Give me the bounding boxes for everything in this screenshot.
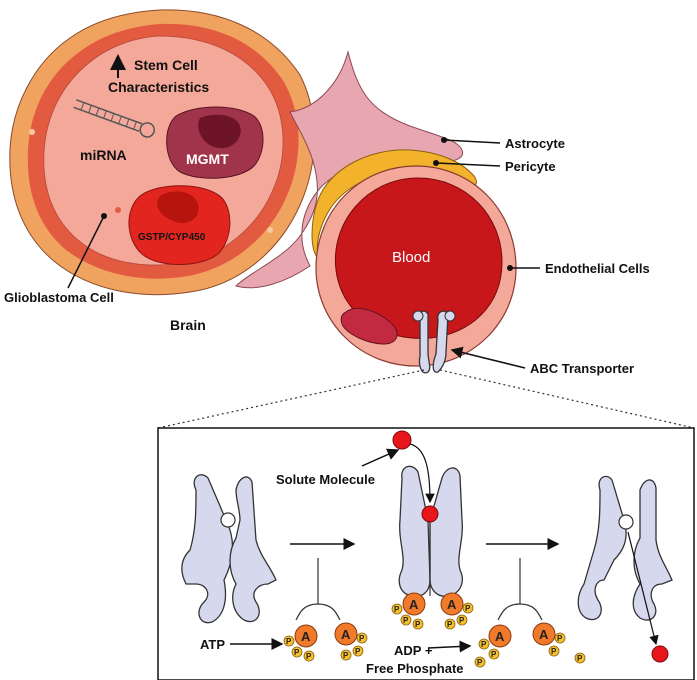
mirna-hairpin xyxy=(73,99,156,138)
svg-text:P: P xyxy=(286,637,292,646)
svg-text:A: A xyxy=(409,597,419,612)
fork-2 xyxy=(497,558,543,621)
abc-transporter-small xyxy=(412,310,456,374)
svg-text:P: P xyxy=(491,650,497,659)
mgmt-inner xyxy=(198,114,241,149)
atp-bound-left: A P P P xyxy=(391,592,426,630)
svg-text:P: P xyxy=(343,651,349,660)
solute-molecule-released xyxy=(651,645,669,663)
solute-molecule-inside xyxy=(421,505,439,523)
endothelial-label: Endothelial Cells xyxy=(545,261,650,276)
zoom-line-left xyxy=(157,369,425,429)
svg-text:A: A xyxy=(539,627,549,642)
gstp-organelle xyxy=(128,185,231,265)
zoom-line-right xyxy=(439,369,695,429)
svg-text:P: P xyxy=(447,620,453,629)
atp-free-right: A P P P xyxy=(334,622,368,661)
glioblastoma-pointer-line xyxy=(67,215,105,289)
free-phosphate-label: Free Phosphate xyxy=(366,661,464,676)
svg-text:A: A xyxy=(341,627,351,642)
cell-speckle xyxy=(267,227,273,233)
free-phosphate-2 xyxy=(474,656,486,668)
svg-text:P: P xyxy=(355,647,361,656)
adp-right: A P P xyxy=(532,622,566,657)
svg-text:P: P xyxy=(394,605,400,614)
fork-1 xyxy=(295,558,341,621)
svg-text:P: P xyxy=(481,640,487,649)
gstp-label: GSTP/CYP450 xyxy=(138,232,206,243)
astrocyte xyxy=(235,50,464,289)
pericyte-pointer-line xyxy=(435,162,501,167)
blood-vessel: Blood xyxy=(235,50,517,374)
astrocyte-pointer-line xyxy=(443,139,501,144)
solute-release-arrow xyxy=(627,531,659,646)
svg-text:P: P xyxy=(359,634,365,643)
free-phosphate-1 xyxy=(574,652,586,664)
svg-text:P: P xyxy=(306,652,312,661)
gstp-inner xyxy=(157,191,199,224)
abc-label: ABC Transporter xyxy=(530,361,634,376)
adp-left: A P P xyxy=(478,624,512,660)
transporter-state-2 xyxy=(398,465,463,598)
abc-pointer-line xyxy=(450,346,526,369)
svg-text:P: P xyxy=(465,604,471,613)
svg-text:P: P xyxy=(415,620,421,629)
atp-bound-right: A P P P xyxy=(440,592,474,630)
solute-molecule-outside xyxy=(392,430,412,450)
transporter-state-3 xyxy=(577,475,673,621)
atp-free-left: A P P P xyxy=(283,624,318,662)
svg-text:A: A xyxy=(447,597,457,612)
astrocyte-label: Astrocyte xyxy=(505,136,565,151)
svg-text:P: P xyxy=(557,634,563,643)
mgmt-label: MGMT xyxy=(186,151,229,167)
svg-text:A: A xyxy=(301,629,311,644)
brain-label: Brain xyxy=(170,317,206,333)
glioblastoma-label: Glioblastoma Cell xyxy=(4,290,114,305)
cell-speckle xyxy=(115,207,121,213)
svg-text:P: P xyxy=(294,648,300,657)
free-phosphate-2-label: P xyxy=(477,658,483,667)
adp-pointer-line xyxy=(427,640,472,653)
stem-cell-label: Stem Cell xyxy=(134,57,198,73)
atp-label: ATP xyxy=(200,637,225,652)
solute-path-arrow xyxy=(409,443,435,504)
transporter-state-1 xyxy=(181,474,277,624)
solute-label: Solute Molecule xyxy=(276,472,375,487)
mirna-label: miRNA xyxy=(80,147,127,163)
characteristics-label: Characteristics xyxy=(108,79,209,95)
free-phosphate-1-label: P xyxy=(577,654,583,663)
adp-label: ADP + xyxy=(394,643,433,658)
cell-speckle xyxy=(29,129,35,135)
svg-text:P: P xyxy=(551,647,557,656)
svg-text:A: A xyxy=(495,629,505,644)
svg-text:P: P xyxy=(403,616,409,625)
glioblastoma-cell: Stem Cell Characteristics miRNA MGMT GST… xyxy=(9,9,315,296)
svg-text:P: P xyxy=(459,616,465,625)
pericyte-label: Pericyte xyxy=(505,159,556,174)
endothelial-nucleus xyxy=(340,307,398,345)
blood-label: Blood xyxy=(392,249,430,266)
solute-pointer-line xyxy=(361,448,400,467)
blood-lumen xyxy=(334,177,503,339)
